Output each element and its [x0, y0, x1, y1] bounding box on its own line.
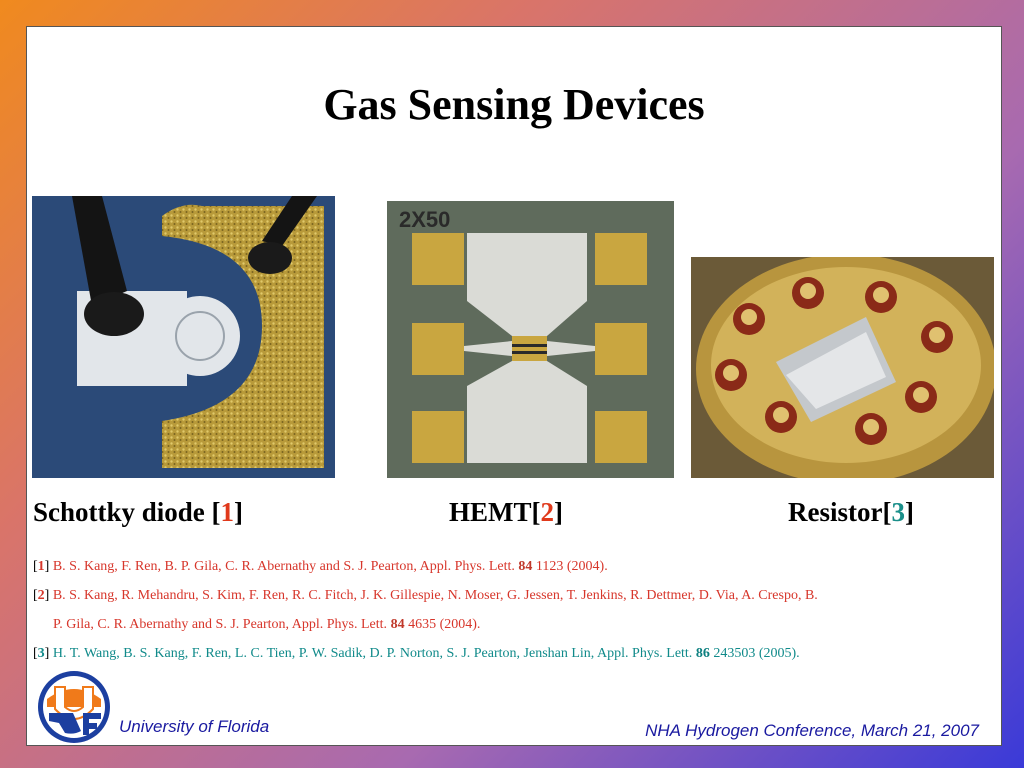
- footer-university: University of Florida: [119, 717, 270, 736]
- university-logo: [35, 669, 113, 750]
- resistor-photo: [691, 257, 994, 478]
- reference-number: 1: [37, 559, 45, 574]
- caption-text: Schottky diode [: [33, 497, 221, 527]
- caption-resistor: Resistor[3]: [788, 497, 914, 528]
- reference-2-continued: P. Gila, C. R. Abernathy and S. J. Peart…: [33, 610, 993, 639]
- reference-3: [3] H. T. Wang, B. S. Kang, F. Ren, L. C…: [33, 646, 800, 661]
- slide: Gas Sensing Devices 2X50: [26, 26, 1002, 746]
- reference-volume: 84: [390, 617, 405, 632]
- reference-number: 3: [37, 646, 45, 661]
- reference-text: B. S. Kang, F. Ren, B. P. Gila, C. R. Ab…: [52, 559, 515, 574]
- slide-title: Gas Sensing Devices: [323, 80, 705, 129]
- reference-number: 2: [37, 588, 45, 603]
- reference-2: [2] B. S. Kang, R. Mehandru, S. Kim, F. …: [33, 588, 818, 603]
- caption-text: ]: [904, 497, 914, 527]
- reference-volume: 84: [518, 559, 533, 574]
- caption-text: Resistor[: [788, 497, 892, 527]
- hemt-photo: 2X50: [387, 201, 674, 478]
- reference-tail: 1123 (2004).: [535, 559, 608, 574]
- reference-text: B. S. Kang, R. Mehandru, S. Kim, F. Ren,…: [52, 588, 818, 603]
- caption-ref-number[interactable]: 2: [540, 497, 555, 527]
- reference-text: P. Gila, C. R. Abernathy and S. J. Peart…: [53, 617, 388, 632]
- caption-hemt: HEMT[2]: [449, 497, 563, 528]
- caption-text: ]: [234, 497, 244, 527]
- reference-volume: 86: [695, 646, 710, 661]
- reference-1: [1] B. S. Kang, F. Ren, B. P. Gila, C. R…: [33, 559, 608, 574]
- schottky-diode-photo: [32, 196, 335, 478]
- reference-text: H. T. Wang, B. S. Kang, F. Ren, L. C. Ti…: [52, 646, 693, 661]
- reference-tail: 243503 (2005).: [713, 646, 800, 661]
- hemt-chip-label: 2X50: [399, 207, 450, 232]
- caption-ref-number[interactable]: 1: [220, 497, 235, 527]
- caption-schottky-diode: Schottky diode [1]: [33, 497, 243, 528]
- references-list: [1] B. S. Kang, F. Ren, B. P. Gila, C. R…: [33, 552, 993, 668]
- caption-text: ]: [554, 497, 563, 527]
- caption-text: HEMT[: [449, 497, 541, 527]
- footer-conference: NHA Hydrogen Conference, March 21, 2007: [645, 721, 979, 740]
- reference-tail: 4635 (2004).: [408, 617, 481, 632]
- caption-ref-number[interactable]: 3: [891, 497, 905, 527]
